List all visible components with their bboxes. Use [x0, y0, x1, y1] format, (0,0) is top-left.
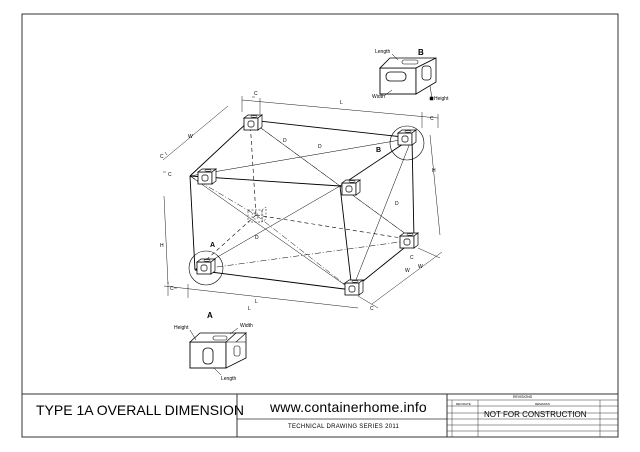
svg-text:C: C — [170, 286, 174, 292]
detail-a-label: A — [207, 311, 213, 320]
svg-text:D: D — [395, 201, 399, 207]
dimension-marks: C L C W D D C C H H D D C L L W W C C — [160, 91, 436, 312]
svg-text:L: L — [255, 299, 258, 305]
drawing-border — [21, 13, 619, 438]
svg-text:C: C — [168, 172, 172, 178]
svg-text:L: L — [340, 100, 343, 106]
revisions-col-remarks: REMARKS — [535, 402, 550, 406]
svg-text:H: H — [160, 243, 164, 249]
detail-circle-b — [389, 125, 425, 161]
svg-text:W: W — [188, 134, 193, 140]
website-link[interactable]: www.containerhome.info — [270, 399, 427, 415]
hidden-casting — [247, 206, 267, 223]
svg-text:C: C — [430, 116, 434, 122]
detail-b-label: B — [418, 48, 424, 57]
container-wireframe — [189, 119, 415, 291]
detail-a-arrows — [189, 327, 239, 376]
svg-text:D: D — [318, 144, 322, 150]
svg-text:C: C — [370, 306, 374, 312]
status-note: NOT FOR CONSTRUCTION — [484, 410, 587, 419]
callout-a-label: A — [210, 242, 216, 249]
detail-b-height-label: Height — [434, 96, 449, 102]
svg-text:C: C — [160, 154, 164, 160]
detail-b-length-label: Length — [375, 49, 391, 55]
svg-text:D: D — [255, 235, 259, 241]
title-block — [21, 393, 619, 438]
detail-a-width-label: Width — [240, 323, 253, 329]
dimension-lines — [162, 96, 443, 309]
detail-a-height-label: Height — [174, 325, 189, 331]
drawing-title: TYPE 1A OVERALL DIMENSION — [36, 402, 244, 418]
svg-text:H: H — [432, 168, 436, 174]
callout-b-label: B — [376, 147, 382, 154]
svg-text:W: W — [405, 268, 410, 274]
svg-text:L: L — [248, 306, 251, 312]
detail-a-block — [188, 332, 248, 369]
detail-circle-a — [188, 250, 224, 286]
detail-b-width-label: Width — [372, 94, 385, 100]
detail-b-block — [379, 57, 437, 95]
detail-b-arrows — [383, 53, 434, 101]
svg-text:W: W — [418, 264, 423, 270]
revisions-header: REVISIONS — [513, 395, 533, 399]
series-label: TECHNICAL DRAWING SERIES 2011 — [288, 424, 400, 430]
svg-text:C: C — [254, 91, 258, 97]
svg-text:C: C — [410, 255, 414, 261]
revisions-col-rev-date: REV/DATE — [456, 402, 471, 406]
detail-a-length-label: Length — [221, 376, 237, 382]
svg-text:D: D — [283, 138, 287, 144]
